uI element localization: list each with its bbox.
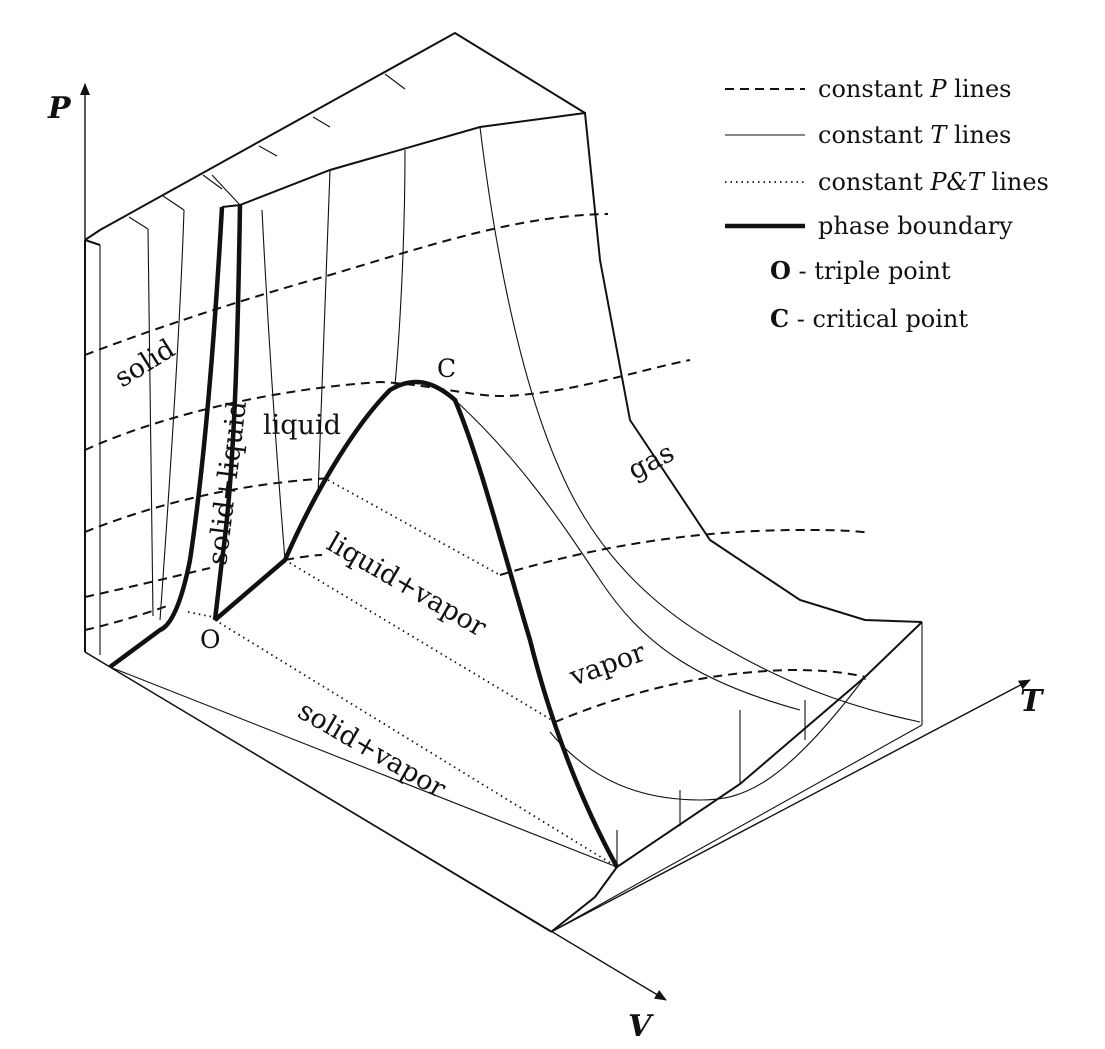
region-solid-liquid: solid+liquid xyxy=(202,399,253,567)
t-axis xyxy=(550,679,1031,933)
region-liquid-vapor: liquid+vapor xyxy=(322,527,492,643)
legend-constant-t: constant T lines xyxy=(818,121,1011,149)
solid-liquid-boundary xyxy=(212,204,243,621)
legend-phase-boundary: phase boundary xyxy=(818,212,1013,240)
phase-boundaries xyxy=(108,204,619,869)
liquid-vapor-dome xyxy=(213,379,619,869)
legend-triple-point: O - triple point xyxy=(770,256,951,285)
top-face-lines xyxy=(128,73,406,230)
t-axis-label: T xyxy=(1020,684,1045,719)
p-axis-label: P xyxy=(47,91,72,126)
solid-boundary xyxy=(108,206,225,669)
region-gas: gas xyxy=(623,437,679,486)
legend-critical-point: C - critical point xyxy=(770,304,968,333)
region-vapor: vapor xyxy=(565,637,650,693)
constant-pt-lines xyxy=(187,479,618,868)
legend-constant-p: constant P lines xyxy=(818,75,1011,103)
critical-point-label: C xyxy=(437,354,456,383)
region-liquid: liquid xyxy=(263,410,341,441)
surface-outline xyxy=(84,31,923,933)
legend: constant P lines constant T lines consta… xyxy=(725,75,1049,333)
triple-point-label: O xyxy=(200,625,221,654)
constant-p-lines xyxy=(84,213,871,723)
constant-t-lines xyxy=(147,126,921,867)
legend-constant-pt: constant P&T lines xyxy=(818,168,1049,196)
v-axis-label: V xyxy=(628,1009,654,1044)
